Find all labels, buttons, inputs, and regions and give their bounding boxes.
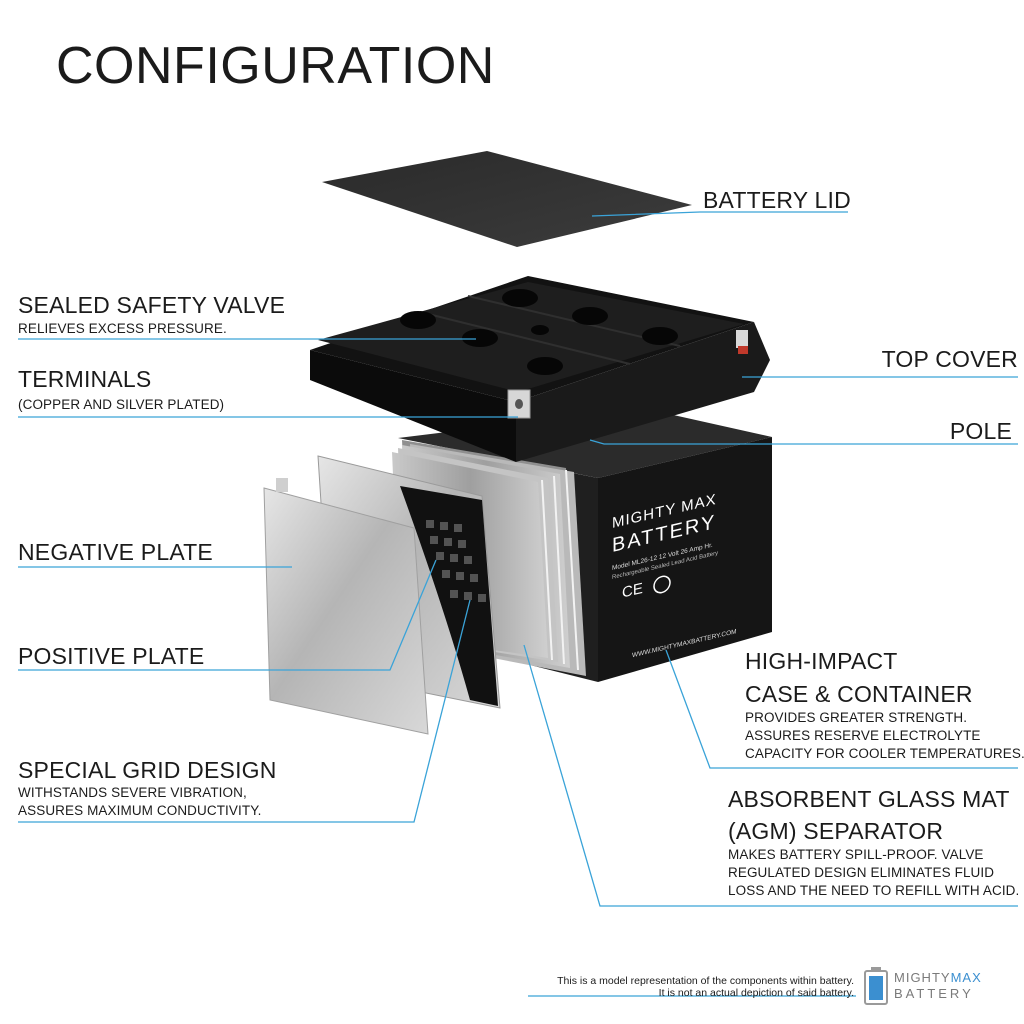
svg-text:CE: CE <box>622 580 643 602</box>
label-case-title1: HIGH-IMPACT <box>745 648 898 674</box>
label-negative-plate: NEGATIVE PLATE <box>18 539 213 565</box>
label-agm-title1: ABSORBENT GLASS MAT <box>728 786 1010 812</box>
label-valve-desc: RELIEVES EXCESS PRESSURE. <box>18 321 227 336</box>
leader-positive <box>18 559 437 671</box>
footer-disclaimer: This is a model representation of the co… <box>557 975 854 999</box>
footer-line-1: This is a model representation of the co… <box>557 975 854 987</box>
footer-line-2: It is not an actual depiction of said ba… <box>658 987 854 999</box>
terminal <box>507 389 531 419</box>
logo-text-bottom: BATTERY <box>894 986 974 1001</box>
label-agm-desc3: LOSS AND THE NEED TO REFILL WITH ACID. <box>728 883 1020 898</box>
label-agm-desc1: MAKES BATTERY SPILL-PROOF. VALVE <box>728 847 984 862</box>
top-cover <box>310 276 770 462</box>
label-case-title2: CASE & CONTAINER <box>745 681 973 707</box>
label-battery-lid: BATTERY LID <box>703 187 851 213</box>
leader-lines <box>18 211 1018 997</box>
leader-pole <box>589 439 1018 445</box>
label-positive-plate: POSITIVE PLATE <box>18 643 205 669</box>
logo-text-top: MIGHTYMAX <box>894 970 982 985</box>
label-case-desc3: CAPACITY FOR COOLER TEMPERATURES. <box>745 746 1024 761</box>
label-grid-desc1: WITHSTANDS SEVERE VIBRATION, <box>18 785 247 800</box>
battery-lid <box>322 151 692 247</box>
label-valve-title: SEALED SAFETY VALVE <box>18 292 286 318</box>
label-pole: POLE <box>949 418 1012 444</box>
label-agm-desc2: REGULATED DESIGN ELIMINATES FLUID <box>728 865 995 880</box>
label-top-cover: TOP COVER <box>881 346 1018 372</box>
leader-agm <box>523 644 1018 907</box>
page-title: CONFIGURATION <box>56 37 495 95</box>
label-grid-desc2: ASSURES MAXIMUM CONDUCTIVITY. <box>18 803 262 818</box>
leader-case <box>665 649 1018 769</box>
negative-plate <box>263 487 429 735</box>
leader-grid <box>18 599 471 823</box>
label-case-desc1: PROVIDES GREATER STRENGTH. <box>745 710 968 725</box>
label-terminals-desc: (COPPER AND SILVER PLATED) <box>18 397 225 412</box>
brand-logo: MIGHTYMAX BATTERY <box>862 966 1002 1006</box>
leader-battery-lid <box>591 211 848 217</box>
label-terminals-title: TERMINALS <box>18 366 152 392</box>
label-agm-title2: (AGM) SEPARATOR <box>728 818 944 844</box>
battery-icon <box>864 967 888 1005</box>
label-grid-title: SPECIAL GRID DESIGN <box>18 757 277 783</box>
label-case-desc2: ASSURES RESERVE ELECTROLYTE <box>745 728 981 743</box>
